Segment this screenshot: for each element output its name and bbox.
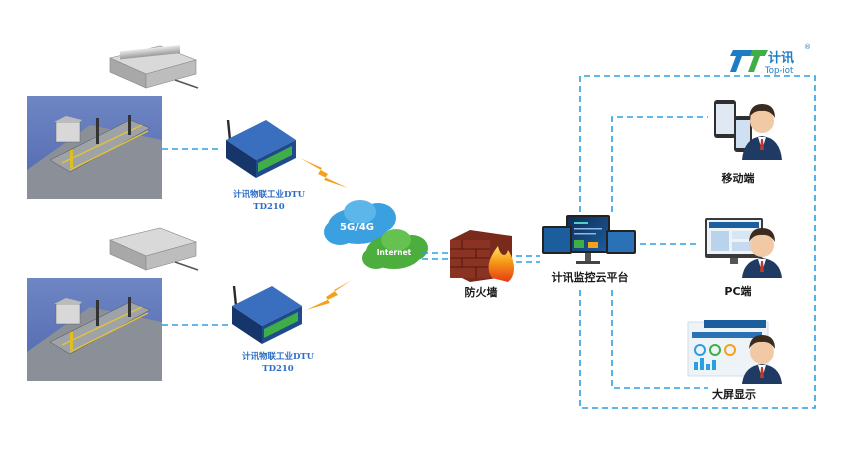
pc-client-icon <box>705 218 782 278</box>
load-cell-bottom <box>109 227 199 271</box>
dtu-bottom-model: TD210 <box>262 364 294 374</box>
firewall-label: 防火墙 <box>465 285 498 299</box>
cloud-internet <box>362 229 428 269</box>
platform-boundary <box>579 75 816 409</box>
dtu-bottom-name: 计讯物联工业DTU <box>242 351 315 362</box>
brand-logo-sub: Top-iot <box>764 66 794 76</box>
monitoring-platform-icon <box>542 215 636 264</box>
cloud-internet-label: Internet <box>377 248 412 257</box>
dtu-top-name: 计讯物联工业DTU <box>233 189 306 200</box>
link-platform-mobile <box>611 116 708 212</box>
client-mobile-label: 移动端 <box>722 171 755 185</box>
cloud-5g4g-label: 5G/4G <box>340 222 374 233</box>
bigscreen-client-icon <box>687 320 782 384</box>
brand-logo-text: 计讯 <box>768 50 794 66</box>
weighbridge-scene-top <box>27 96 162 199</box>
dtu-device-bottom <box>232 212 302 344</box>
lightning-icon-top <box>300 158 348 188</box>
client-pc-label: PC端 <box>724 284 751 298</box>
mobile-client-icon <box>714 100 782 160</box>
link-platform-bigscreen <box>611 290 708 389</box>
firewall-icon <box>450 230 514 282</box>
dtu-device-top <box>226 48 296 178</box>
dtu-top-model: TD210 <box>253 202 285 212</box>
client-bigscreen-label: 大屏显示 <box>712 387 756 401</box>
cloud-5g4g <box>324 200 396 245</box>
platform-label: 计讯监控云平台 <box>552 270 629 284</box>
brand-logo-icon <box>730 50 768 72</box>
brand-registered-mark: ® <box>804 43 811 51</box>
weighbridge-scene-bottom <box>27 278 162 381</box>
lightning-icon-bottom <box>306 280 352 310</box>
load-cell-top <box>109 45 199 89</box>
